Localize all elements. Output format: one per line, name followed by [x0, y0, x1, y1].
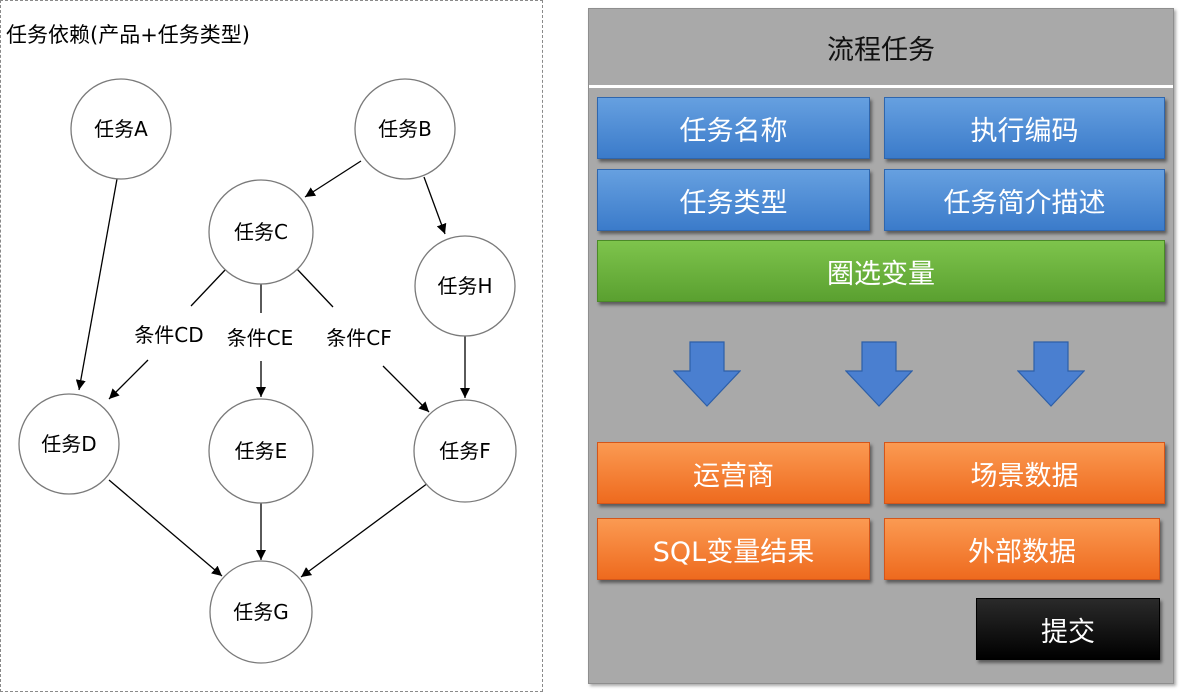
- sql-variable-result-button[interactable]: SQL变量结果: [597, 518, 870, 580]
- edge-cf-f: [382, 365, 430, 413]
- down-arrow-icon: [673, 341, 741, 407]
- edge-c-cf: [296, 268, 334, 308]
- external-data-button[interactable]: 外部数据: [884, 518, 1160, 580]
- node-task-d[interactable]: 任务D: [18, 393, 120, 495]
- edge-b-c: [304, 160, 362, 198]
- edge-d-g: [108, 479, 223, 577]
- node-task-c-label: 任务C: [234, 220, 288, 244]
- node-task-h-label: 任务H: [437, 274, 492, 298]
- dependency-graph: 任务A 任务B 任务C 任务H 任务D 任务E 任务F 任务G: [18, 78, 517, 664]
- edge-a-d: [75, 178, 118, 391]
- node-task-g-label: 任务G: [233, 600, 289, 624]
- node-task-a-label: 任务A: [94, 117, 148, 141]
- node-task-e[interactable]: 任务E: [208, 398, 314, 504]
- edge-cd-d: [108, 359, 149, 400]
- task-dependency-panel: 任务依赖(产品+任务类型) 任务A 任务B: [0, 0, 543, 692]
- node-task-e-label: 任务E: [235, 439, 288, 463]
- node-task-d-label: 任务D: [41, 432, 96, 456]
- header-divider: [589, 85, 1173, 88]
- node-task-h[interactable]: 任务H: [414, 235, 516, 337]
- node-task-f-label: 任务F: [439, 439, 491, 463]
- select-variables-button[interactable]: 圈选变量: [597, 240, 1165, 302]
- node-task-a[interactable]: 任务A: [70, 78, 172, 180]
- condition-ce-label: 条件CE: [227, 326, 294, 350]
- submit-button[interactable]: 提交: [976, 598, 1160, 660]
- node-task-g[interactable]: 任务G: [209, 560, 313, 664]
- edge-c-cd: [190, 268, 227, 307]
- dependency-title: 任务依赖(产品+任务类型): [6, 23, 250, 47]
- scene-data-button[interactable]: 场景数据: [884, 442, 1165, 504]
- flow-task-panel: 流程任务 任务名称 执行编码 任务类型 任务简介描述 圈选变量 运营商 场景数据…: [588, 8, 1174, 684]
- flow-task-header: 流程任务: [827, 34, 935, 66]
- task-name-field[interactable]: 任务名称: [597, 97, 870, 159]
- node-task-c[interactable]: 任务C: [208, 179, 314, 285]
- task-description-field[interactable]: 任务简介描述: [884, 169, 1165, 231]
- exec-code-field[interactable]: 执行编码: [884, 97, 1165, 159]
- down-arrow-icon: [845, 341, 913, 407]
- edge-b-h: [423, 176, 447, 235]
- node-task-b-label: 任务B: [378, 117, 432, 141]
- down-arrow-icon: [1017, 341, 1085, 407]
- node-task-b[interactable]: 任务B: [354, 78, 456, 180]
- edge-f-g: [300, 482, 429, 578]
- condition-cf-label: 条件CF: [326, 326, 391, 350]
- carrier-button[interactable]: 运营商: [597, 442, 870, 504]
- condition-cd-label: 条件CD: [134, 323, 203, 347]
- node-task-f[interactable]: 任务F: [413, 399, 517, 503]
- task-type-field[interactable]: 任务类型: [597, 169, 870, 231]
